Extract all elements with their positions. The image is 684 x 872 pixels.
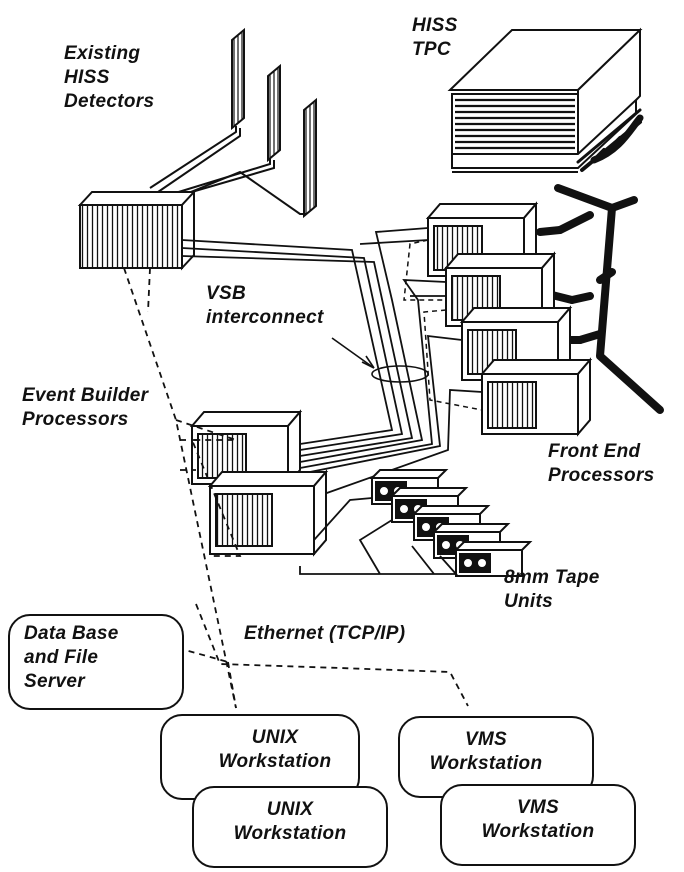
hiss-tpc-label: HISS TPC [412, 15, 458, 60]
front-end-label: Front End Processors [548, 441, 655, 486]
front-end-crate [479, 357, 593, 437]
front-end-crates [425, 201, 593, 437]
existing-detectors-label: Existing HISS Detectors [64, 43, 155, 112]
vms-workstation-label: VMS Workstation [481, 797, 595, 842]
unix-workstation-label: UNIX Workstation [218, 727, 332, 772]
unix-workstation-label: UNIX Workstation [233, 799, 347, 844]
tape-unit [453, 541, 533, 577]
vms-workstation-box: VMS Workstation [440, 784, 636, 866]
event-builder-crates [189, 409, 329, 557]
event-builder-crate [207, 469, 329, 557]
vsb-pointer [331, 337, 375, 369]
ethernet-links [123, 267, 469, 709]
vsb-interconnect-label: VSB interconnect [206, 283, 324, 328]
detector-crate [77, 189, 197, 271]
ethernet-label: Ethernet (TCP/IP) [244, 623, 406, 644]
db-file-server-label: Data Base and File Server [24, 623, 119, 692]
front-end-dashed-links [403, 239, 483, 411]
unix-workstation-box: UNIX Workstation [192, 786, 388, 868]
tape-cable [299, 497, 459, 575]
detector-plane [303, 97, 317, 219]
vms-workstation-label: VMS Workstation [429, 729, 543, 774]
detector-plane [231, 27, 245, 131]
vsb-cables [181, 227, 483, 495]
tape-units [369, 469, 533, 577]
detector-cables [149, 126, 306, 215]
event-builder-label: Event Builder Processors [22, 385, 149, 430]
detector-planes [231, 27, 317, 219]
unix-workstation-box: UNIX Workstation [160, 714, 360, 800]
tape-units-label: 8mm Tape Units [504, 567, 600, 612]
db-file-server-box: Data Base and File Server [8, 614, 184, 710]
tpc-readout-cables [536, 108, 664, 414]
detector-plane [267, 63, 281, 163]
